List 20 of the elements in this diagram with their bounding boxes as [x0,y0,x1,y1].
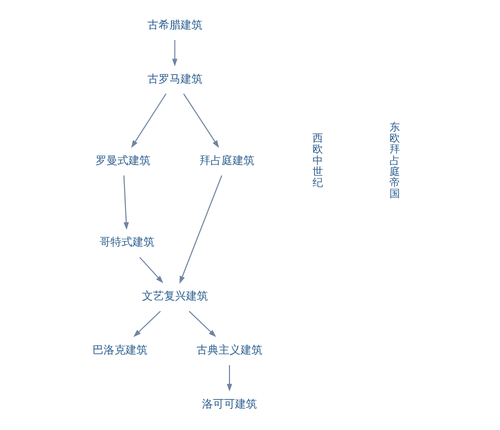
arrow [188,310,216,338]
arrow [172,40,177,66]
node-text: 哥特式建筑 [99,236,154,249]
node-text: 巴洛克建筑 [92,344,148,357]
arrow [179,175,222,284]
label: 西欧中世纪 [312,132,322,189]
node-text: 拜占庭建筑 [199,154,254,168]
arrow [182,94,219,148]
arrow [130,94,166,148]
arrow [132,310,160,338]
node-text: 洛可可建筑 [201,397,256,410]
label: 东欧拜占庭帝国 [388,121,399,200]
node-text: 古典主义建筑 [196,344,262,357]
node-text: 罗曼式建筑 [95,154,150,168]
node-text: 文艺复兴建筑 [141,290,208,303]
node-text: 古罗马建筑 [146,72,202,86]
arrow [138,256,163,284]
node-text: 古希腊建筑 [146,18,202,32]
arrow [122,175,128,230]
arrow [226,365,232,392]
